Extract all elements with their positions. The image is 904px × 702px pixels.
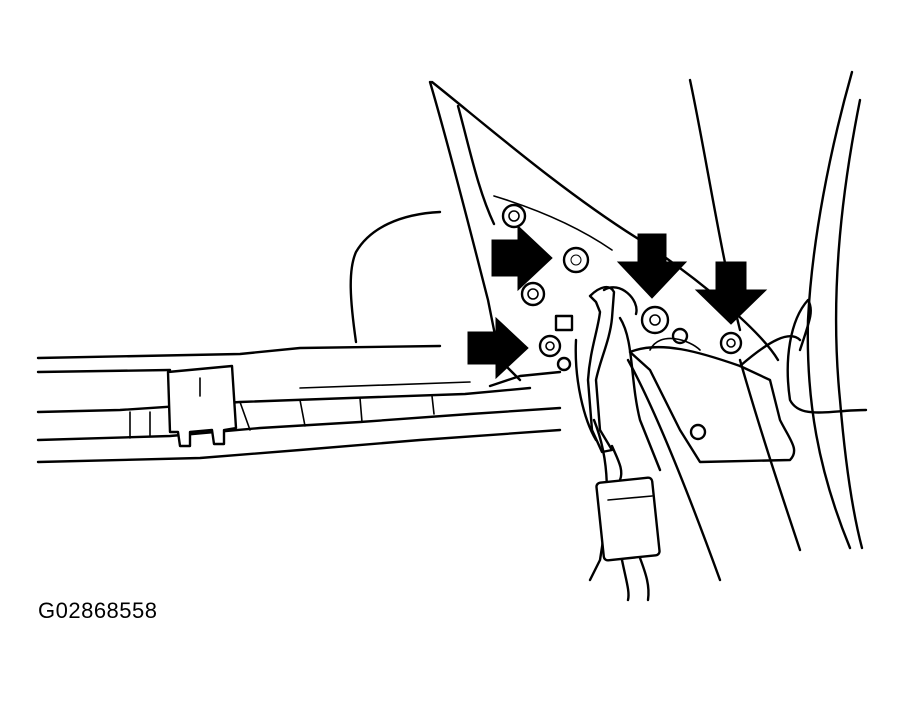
- arrow-down-center: [616, 233, 688, 299]
- door-belt-lines: [36, 344, 562, 464]
- mirror-outline: [349, 210, 442, 344]
- body-pillar-lines: [688, 70, 868, 552]
- mount-holes: [501, 203, 743, 441]
- figure-id-label: G02868558: [38, 598, 158, 623]
- arrow-group: [467, 224, 768, 380]
- wire-harness: [574, 285, 722, 602]
- pillar-bracket: [628, 335, 802, 464]
- arrow-down-right: [694, 261, 768, 325]
- mirror-mount-plate: [428, 80, 780, 388]
- trim-clip: [166, 364, 238, 448]
- arrow-right-upper: [491, 224, 553, 292]
- arrow-right-lower: [467, 316, 529, 380]
